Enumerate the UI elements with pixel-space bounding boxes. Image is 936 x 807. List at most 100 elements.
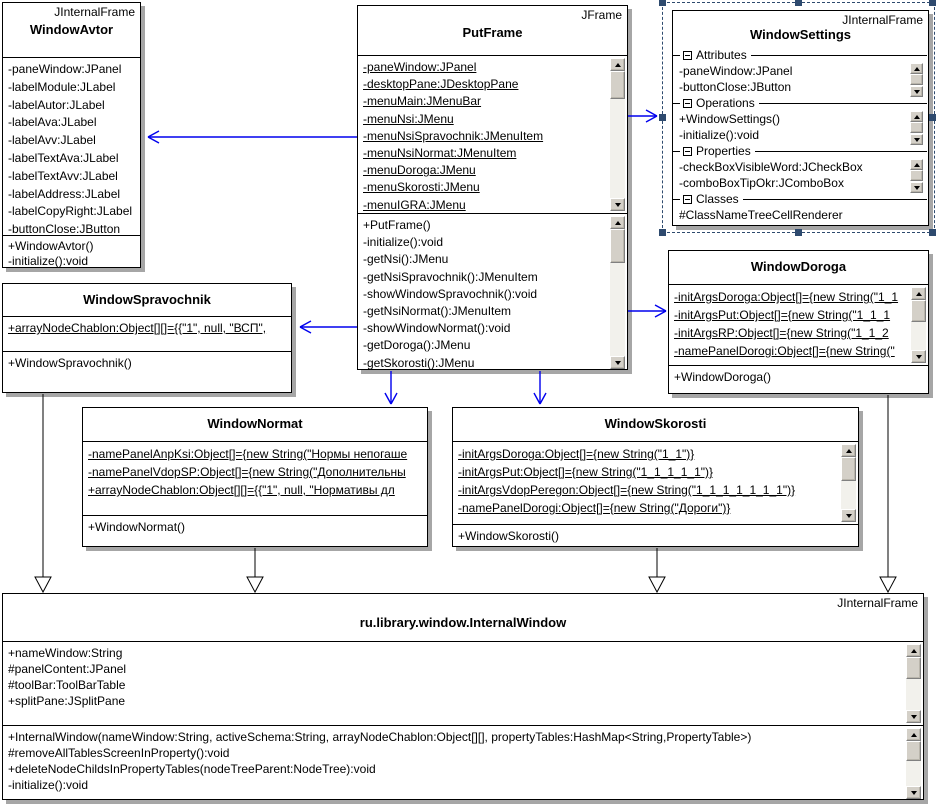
attribute-row: -paneWindow:JPanel [679, 64, 793, 78]
scrollbar-down-button[interactable] [906, 710, 921, 723]
operation-row: +WindowNormat() [88, 520, 186, 534]
scrollbar[interactable] [906, 644, 921, 723]
attribute-row: -labelAvv:JLabel [8, 133, 96, 148]
divider [750, 54, 927, 56]
attribute-row: -namePanelDorogi:Object[]={new String(" [674, 344, 895, 358]
scrollbar[interactable] [911, 287, 926, 363]
generalization-windownormat-internalwindow [246, 548, 264, 594]
selection-handle[interactable] [795, 0, 802, 6]
operation-row: -initialize():void [8, 778, 89, 792]
scrollbar-thumb[interactable] [610, 71, 625, 99]
scrollbar-up-button[interactable] [906, 728, 921, 741]
class-window-skorosti[interactable]: WindowSkorosti -initArgsDoroga:Object[]=… [452, 407, 859, 547]
operations-compartment: +InternalWindow(nameWindow:String, activ… [3, 725, 923, 801]
attribute-row: -menuNsi:JMenu [363, 111, 454, 126]
scrollbar-thumb[interactable] [841, 457, 856, 481]
scrollbar-up-button[interactable] [610, 58, 625, 71]
dependency-putframe-windowspravochnik [299, 320, 357, 334]
collapse-icon[interactable] [683, 98, 692, 108]
mini-scrollbar[interactable] [910, 159, 923, 193]
scrollbar-thumb[interactable] [610, 229, 625, 263]
class-put-frame[interactable]: JFrame PutFrame -paneWindow:JPanel -desk… [357, 5, 628, 370]
class-window-spravochnik[interactable]: WindowSpravochnik +arrayNodeChablon:Obje… [2, 283, 292, 393]
attribute-row: -namePanelVdopSP:Object[]={new String("Д… [88, 465, 406, 479]
selection-handle[interactable] [929, 0, 936, 6]
scrollbar-down-button[interactable] [610, 356, 625, 369]
collapse-icon[interactable] [683, 194, 692, 204]
scrollbar[interactable] [906, 728, 921, 799]
class-internal-window[interactable]: JInternalFrame ru.library.window.Interna… [2, 593, 924, 800]
mini-scrollbar[interactable] [910, 63, 923, 97]
selection-handle[interactable] [929, 114, 936, 121]
scrollbar-thumb[interactable] [906, 741, 921, 761]
collapse-icon[interactable] [683, 50, 692, 60]
operations-compartment: +PutFrame() -initialize():void -getNsi()… [358, 213, 627, 371]
class-window-normat[interactable]: WindowNormat -namePanelAnpKsi:Object[]={… [82, 407, 428, 547]
operations-compartment: +WindowAvtor() -initialize():void [3, 235, 140, 268]
scrollbar-down-button[interactable] [910, 182, 923, 193]
attribute-row: -paneWindow:JPanel [8, 62, 122, 76]
scrollbar-up-button[interactable] [841, 444, 856, 457]
selection-handle[interactable] [929, 229, 936, 236]
selection-handle[interactable] [659, 0, 666, 6]
attribute-row: -initArgsDoroga:Object[]={new String("1_… [674, 290, 899, 304]
operation-row: -getNsi():JMenu [363, 252, 449, 267]
divider [673, 198, 680, 200]
scrollbar-down-button[interactable] [911, 350, 926, 363]
scrollbar-up-button[interactable] [910, 159, 923, 170]
selection-handle[interactable] [659, 114, 666, 121]
attributes-compartment: -initArgsDoroga:Object[]={new String("1_… [453, 442, 858, 524]
selection-handle[interactable] [795, 229, 802, 236]
attributes-compartment: -namePanelAnpKsi:Object[]={new String("Н… [83, 442, 427, 515]
section-header-operations: Operations [673, 95, 928, 111]
dependency-putframe-windowsettings [628, 109, 658, 123]
class-window-doroga[interactable]: WindowDoroga -initArgsDoroga:Object[]={n… [668, 250, 929, 394]
attribute-row: -buttonClose:JButton [8, 222, 121, 235]
section-header-attributes: Attributes [673, 47, 928, 63]
arrow-down-icon [915, 354, 922, 359]
scrollbar-up-button[interactable] [910, 111, 923, 122]
divider [758, 102, 927, 104]
operation-row: -initialize():void [8, 254, 89, 268]
arrow-down-icon [913, 137, 920, 142]
dependency-putframe-windowskorosti [533, 371, 547, 405]
mini-scrollbar[interactable] [910, 111, 923, 145]
attribute-row: +arrayNodeChablon:Object[][]={{"1", null… [8, 321, 267, 335]
attribute-row: -menuDoroga:JMenu [363, 163, 476, 178]
scrollbar-up-button[interactable] [911, 287, 926, 300]
scrollbar-thumb[interactable] [910, 170, 923, 181]
stereotype-label: JInternalFrame [837, 596, 918, 610]
attributes-compartment: -initArgsDoroga:Object[]={new String("1_… [669, 285, 928, 365]
attribute-row: -labelAva:JLabel [8, 115, 97, 130]
scrollbar-thumb[interactable] [910, 74, 923, 85]
collapse-icon[interactable] [683, 146, 692, 156]
class-name: WindowSkorosti [604, 416, 707, 431]
scrollbar-down-button[interactable] [906, 786, 921, 799]
arrow-up-icon [913, 66, 920, 71]
class-window-settings[interactable]: JInternalFrame WindowSettings Attributes… [672, 10, 929, 226]
scrollbar-down-button[interactable] [910, 134, 923, 145]
class-window-avtor[interactable]: JInternalFrame WindowAvtor -paneWindow:J… [2, 2, 141, 268]
arrow-down-icon [614, 202, 621, 207]
scrollbar-thumb[interactable] [906, 657, 921, 679]
operation-row: +WindowAvtor() [8, 239, 94, 253]
attribute-row: -initArgsPut:Object[]={new String("1_1_1 [674, 308, 891, 322]
scrollbar-down-button[interactable] [841, 509, 856, 522]
selection-handle[interactable] [659, 229, 666, 236]
class-name: WindowSpravochnik [83, 292, 211, 307]
scrollbar[interactable] [610, 216, 625, 369]
scrollbar-up-button[interactable] [906, 644, 921, 657]
attribute-row: +splitPane:JSplitPane [8, 694, 126, 708]
scrollbar-thumb[interactable] [910, 122, 923, 133]
scrollbar-up-button[interactable] [910, 63, 923, 74]
scrollbar[interactable] [841, 444, 856, 522]
attribute-row: -initArgsVdopPeregon:Object[]={new Strin… [458, 483, 796, 497]
operation-row: -initialize():void [363, 235, 444, 250]
scrollbar-thumb[interactable] [911, 300, 926, 322]
attribute-row: -initArgsPut:Object[]={new String("1_1_1… [458, 465, 713, 479]
scrollbar-down-button[interactable] [610, 198, 625, 211]
scrollbar-down-button[interactable] [910, 86, 923, 97]
scrollbar-up-button[interactable] [610, 216, 625, 229]
scrollbar[interactable] [610, 58, 625, 211]
